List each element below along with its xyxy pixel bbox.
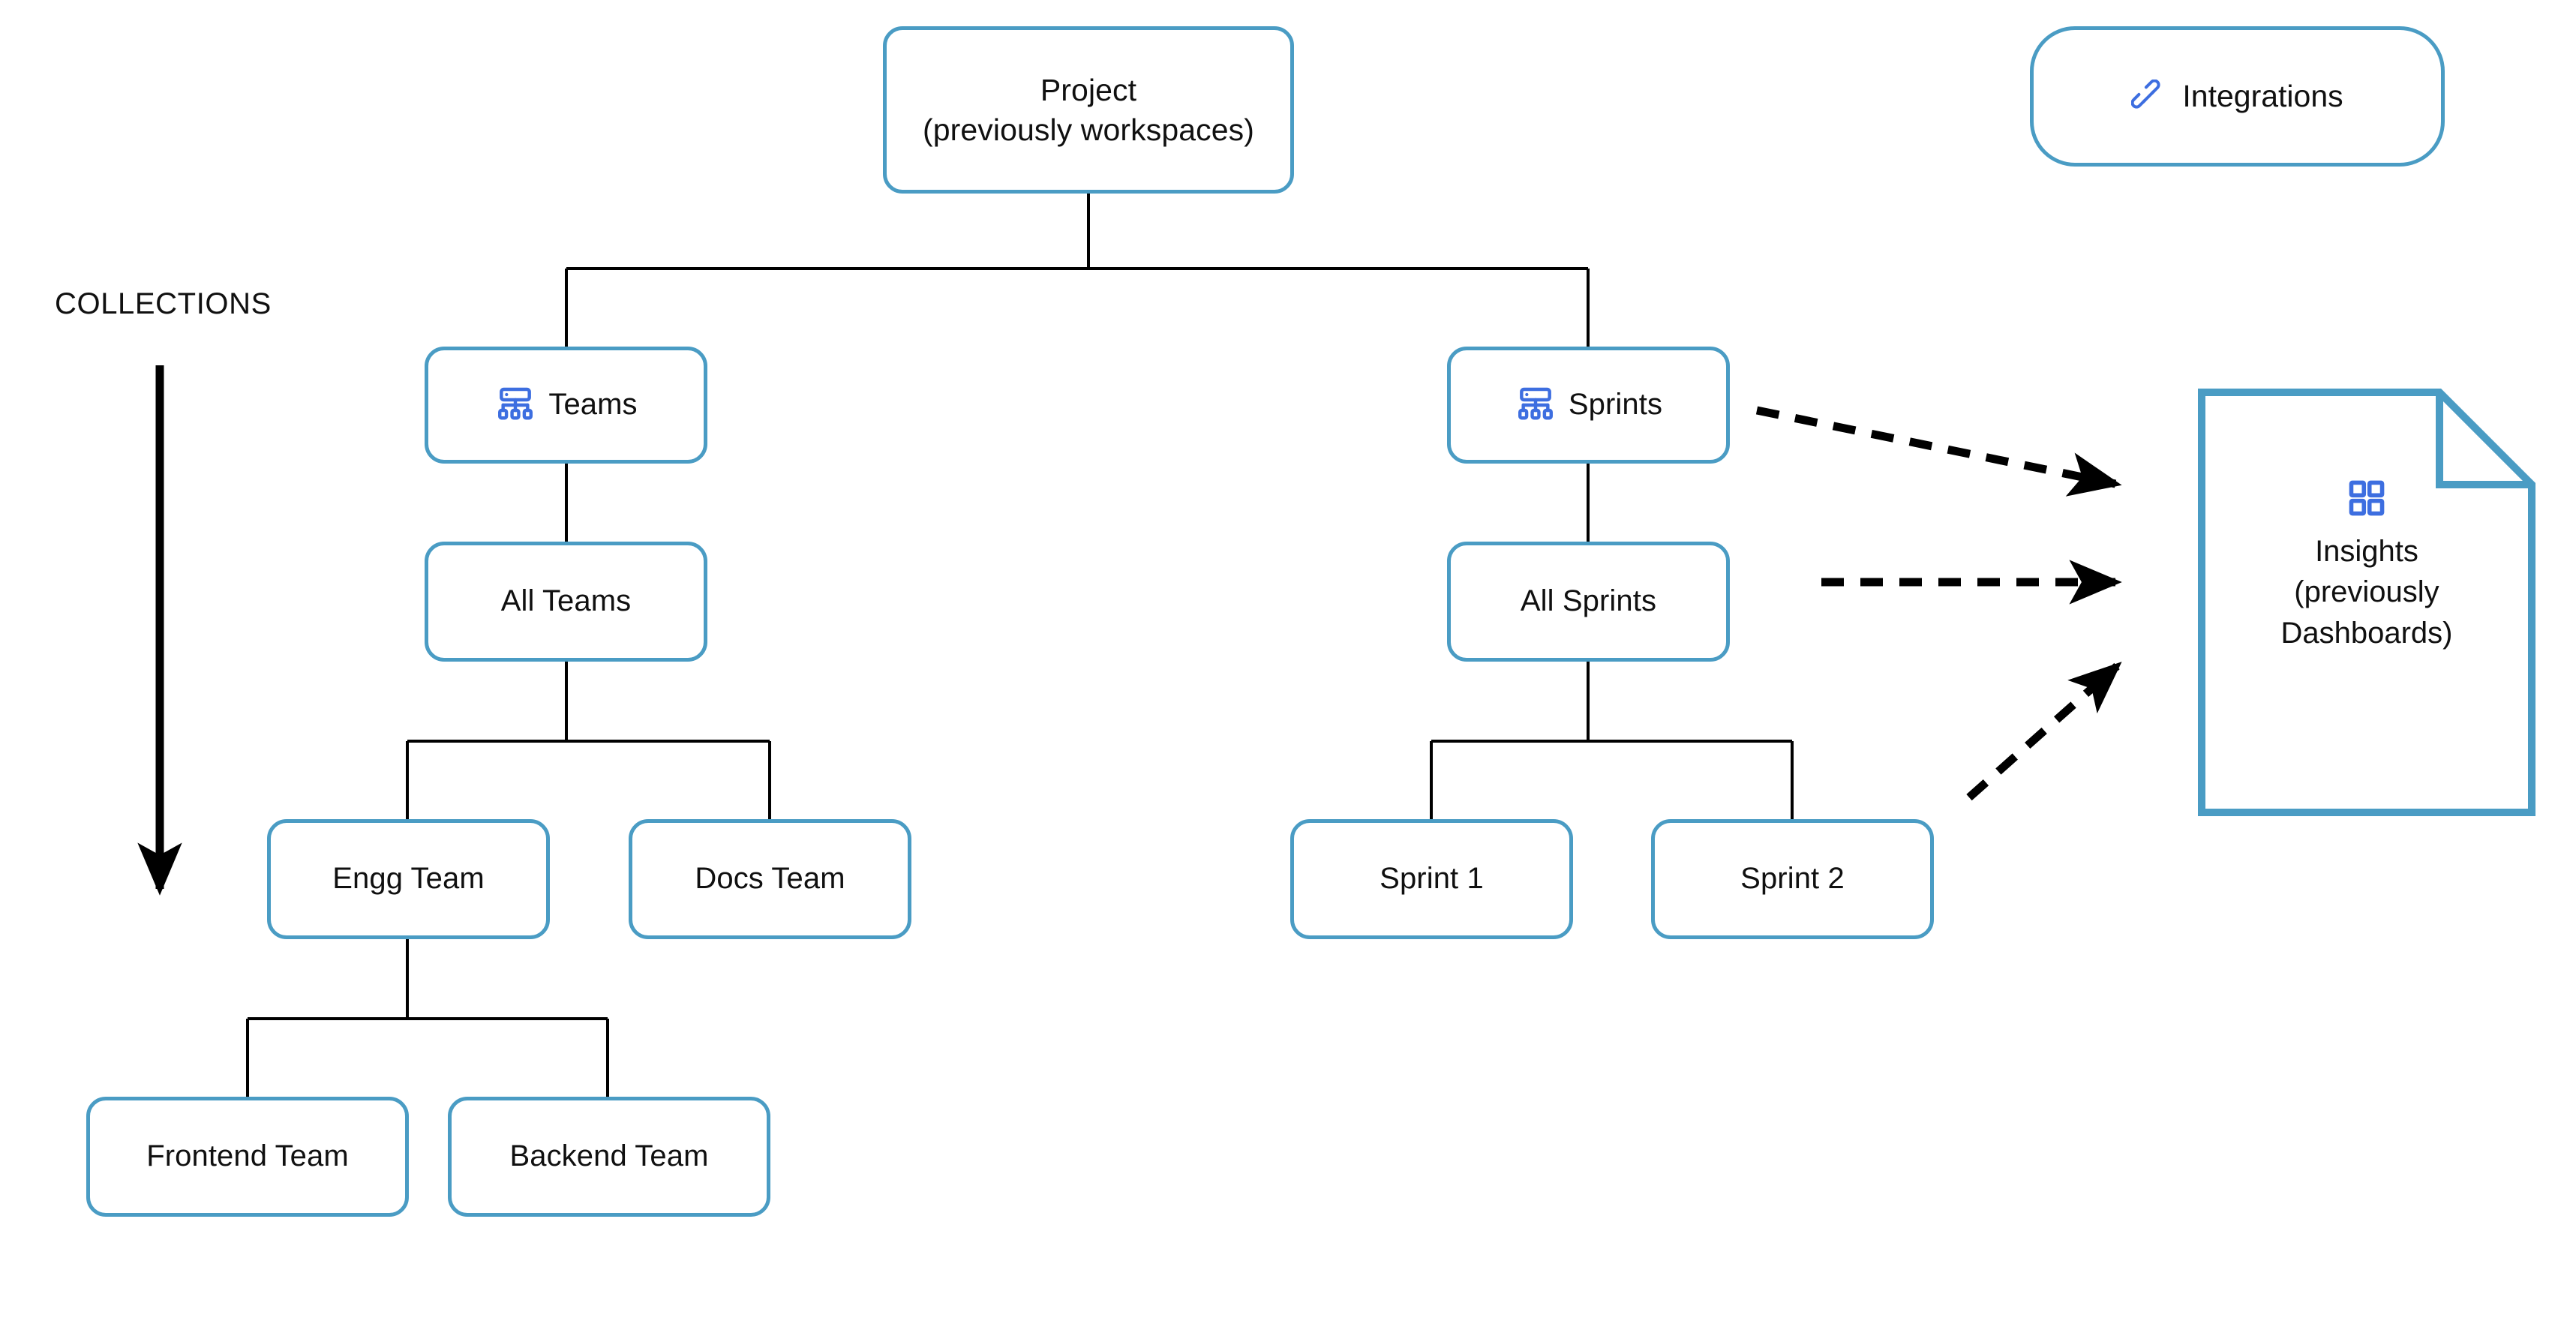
node-sprint-2[interactable]: Sprint 2 bbox=[1651, 819, 1934, 939]
node-frontend-team-label: Frontend Team bbox=[146, 1139, 349, 1173]
node-teams-label: Teams bbox=[548, 388, 638, 422]
document-shape bbox=[2198, 389, 2535, 816]
node-sprints[interactable]: Sprints bbox=[1447, 347, 1730, 464]
dashboard-grid-icon bbox=[2346, 477, 2388, 519]
node-all-sprints[interactable]: All Sprints bbox=[1447, 542, 1730, 662]
node-docs-team[interactable]: Docs Team bbox=[629, 819, 911, 939]
node-backend-team-label: Backend Team bbox=[509, 1139, 709, 1173]
node-project-label: Project (previously workspaces) bbox=[922, 73, 1255, 147]
node-insights-label: Insights (previously Dashboards) bbox=[2280, 535, 2453, 650]
node-frontend-team[interactable]: Frontend Team bbox=[86, 1097, 409, 1217]
edge-sprints-to-insights bbox=[1755, 406, 2122, 497]
plug-link-icon bbox=[2131, 79, 2166, 114]
hierarchy-icon bbox=[1515, 384, 1557, 426]
node-sprint-1[interactable]: Sprint 1 bbox=[1290, 819, 1573, 939]
node-sprints-label: Sprints bbox=[1568, 388, 1663, 422]
node-teams[interactable]: Teams bbox=[425, 347, 707, 464]
collections-label: COLLECTIONS bbox=[55, 287, 272, 320]
node-sprint-2-label: Sprint 2 bbox=[1740, 862, 1845, 896]
edge-sprint2-to-insights bbox=[1966, 662, 2122, 801]
node-insights[interactable]: Insights (previously Dashboards) bbox=[2198, 389, 2535, 816]
node-project[interactable]: Project (previously workspaces) bbox=[883, 26, 1294, 194]
node-all-teams[interactable]: All Teams bbox=[425, 542, 707, 662]
node-engg-team[interactable]: Engg Team bbox=[267, 819, 550, 939]
integrations-label: Integrations bbox=[2182, 79, 2343, 113]
node-sprint-1-label: Sprint 1 bbox=[1380, 862, 1484, 896]
node-all-sprints-label: All Sprints bbox=[1520, 584, 1657, 618]
node-docs-team-label: Docs Team bbox=[695, 862, 845, 896]
node-all-teams-label: All Teams bbox=[500, 584, 632, 618]
integrations-pill[interactable]: Integrations bbox=[2030, 26, 2445, 167]
node-backend-team[interactable]: Backend Team bbox=[448, 1097, 770, 1217]
node-engg-team-label: Engg Team bbox=[332, 862, 485, 896]
hierarchy-icon bbox=[494, 384, 536, 426]
